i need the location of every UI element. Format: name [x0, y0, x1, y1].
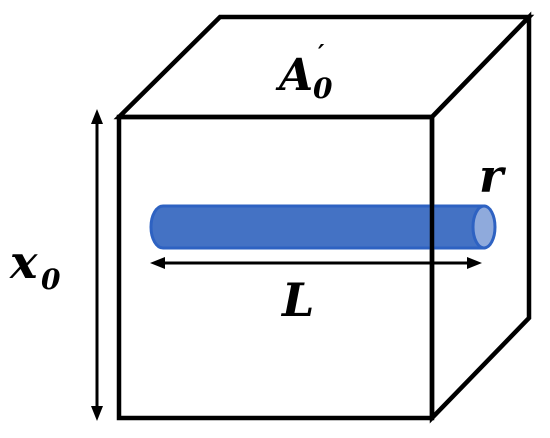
length-label: L: [280, 273, 314, 327]
cylinder-body: [149, 204, 486, 250]
height-label-subscript: 0: [41, 263, 61, 296]
height-label: x 0: [9, 235, 61, 296]
length-arrow: [150, 257, 482, 269]
cylinder-end-cap: [471, 204, 497, 250]
radius-label: r: [479, 149, 507, 203]
height-label-main: x: [9, 235, 38, 289]
height-arrow: [91, 109, 103, 421]
top-face-label-subscript: 0: [313, 72, 333, 105]
top-face-area-label: A ′ 0: [275, 39, 333, 105]
top-face-label-prime: ′: [318, 39, 325, 68]
top-face-label-main: A: [275, 50, 313, 101]
cube-front-face: [116, 114, 435, 421]
